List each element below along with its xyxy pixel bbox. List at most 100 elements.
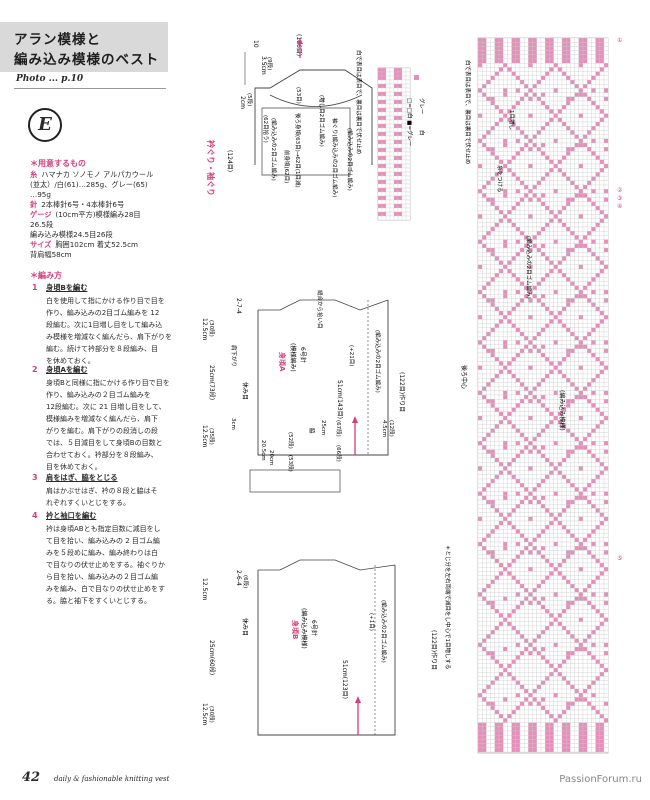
chart-cell [578,71,584,76]
chart-cell [511,646,516,652]
chart-cell [570,504,575,509]
chart-cell [532,100,537,106]
chart-cell [532,361,537,366]
chart-cell [515,142,521,148]
chart-cell [494,260,500,265]
chart-cell [507,180,512,186]
chart-cell [561,520,567,526]
chart-cell [599,197,605,202]
chart-cell [494,361,500,366]
chart-cell [570,205,575,211]
chart-cell [582,315,588,320]
chart-cell [595,403,600,408]
chart-cell [557,604,563,610]
chart-cell [591,197,596,202]
chart-cell [494,344,500,349]
chart-cell [503,142,508,148]
chart-cell [507,571,512,576]
chart-cell [595,96,600,102]
chart-cell [587,168,592,173]
chart-cell [570,176,575,181]
chart-cell [595,613,600,618]
chart-cell [582,222,588,228]
chart-cell [477,159,483,165]
chart-cell [582,348,588,354]
chart-cell [587,466,592,471]
chart-cell [503,352,508,358]
chart-cell [561,247,567,253]
chart-cell [561,92,567,97]
chart-cell [545,117,550,123]
chart-cell [486,63,491,68]
chart-cell [557,319,563,324]
chart-cell [486,323,491,328]
back-b-steps-rows: (6段) [242,575,250,588]
front-a-needle: 6号針 [299,347,307,363]
chart-cell [498,415,504,421]
rib-chart-title: (編み込みの2目ゴム編み) [346,128,354,191]
chart-cell [503,520,508,526]
chart-cell [540,113,546,118]
chart-cell [587,264,592,270]
chart-cell [503,168,508,173]
chart-cell [561,319,567,324]
chart-cell [574,571,579,576]
chart-cell [486,453,491,459]
chart-cell [494,512,500,517]
chart-cell [582,369,588,375]
back-b-diagram: 身頃B (編み込み模様) 6号針 (編み込みの2目ゴム編み) 51cm(123目… [201,559,438,736]
chart-cell [557,562,563,568]
yarn-line3: …95g [30,190,51,199]
chart-cell [553,134,558,139]
chart-cell [482,487,487,492]
chart-cell [587,58,592,64]
chart-cell [540,558,546,564]
chart-cell [574,625,579,631]
chart-cell [482,567,487,572]
chart-cell [603,327,609,333]
chart-cell [482,499,487,505]
step-4-line: みを５段めに編み、編み終わりは白 [46,549,158,557]
chart-cell [549,260,554,265]
chart-cell [603,184,609,190]
chart-cell [591,415,596,421]
chart-cell [536,100,542,106]
chart-cell [553,151,558,156]
chart-cell [557,361,563,366]
chart-cell [557,634,563,639]
chart-cell [595,264,600,270]
chart-cell [532,546,537,551]
chart-cell [561,289,567,295]
chart-cell [477,478,483,484]
chart-cell [503,113,508,118]
chart-cell [385,155,391,161]
chart-cell [486,487,491,492]
chart-cell [515,37,521,43]
chart-cell [603,201,609,207]
chart-cell [595,466,600,471]
chart-cell [570,357,575,362]
chart-cell [532,67,537,72]
chart-cell [507,399,512,404]
chart-cell [591,525,596,530]
chart-cell [574,331,579,337]
chart-cell [515,189,521,194]
chart-cell [494,567,500,572]
chart-cell [582,373,588,379]
chart-cell [587,109,592,114]
chart-cell [477,424,483,429]
chart-cell [511,264,516,270]
chart-cell [515,596,521,601]
chart-cell [515,424,521,429]
chart-cell [595,306,600,312]
chart-cell [524,218,529,223]
chart-cell [582,256,588,261]
chart-cell [566,483,571,488]
chart-cell [524,369,529,375]
chart-cell [524,147,529,152]
chart-cell [536,613,542,618]
chart-cell [494,79,500,85]
chart-cell [515,268,521,274]
chart-cell [528,130,533,135]
chart-cell [540,441,546,446]
